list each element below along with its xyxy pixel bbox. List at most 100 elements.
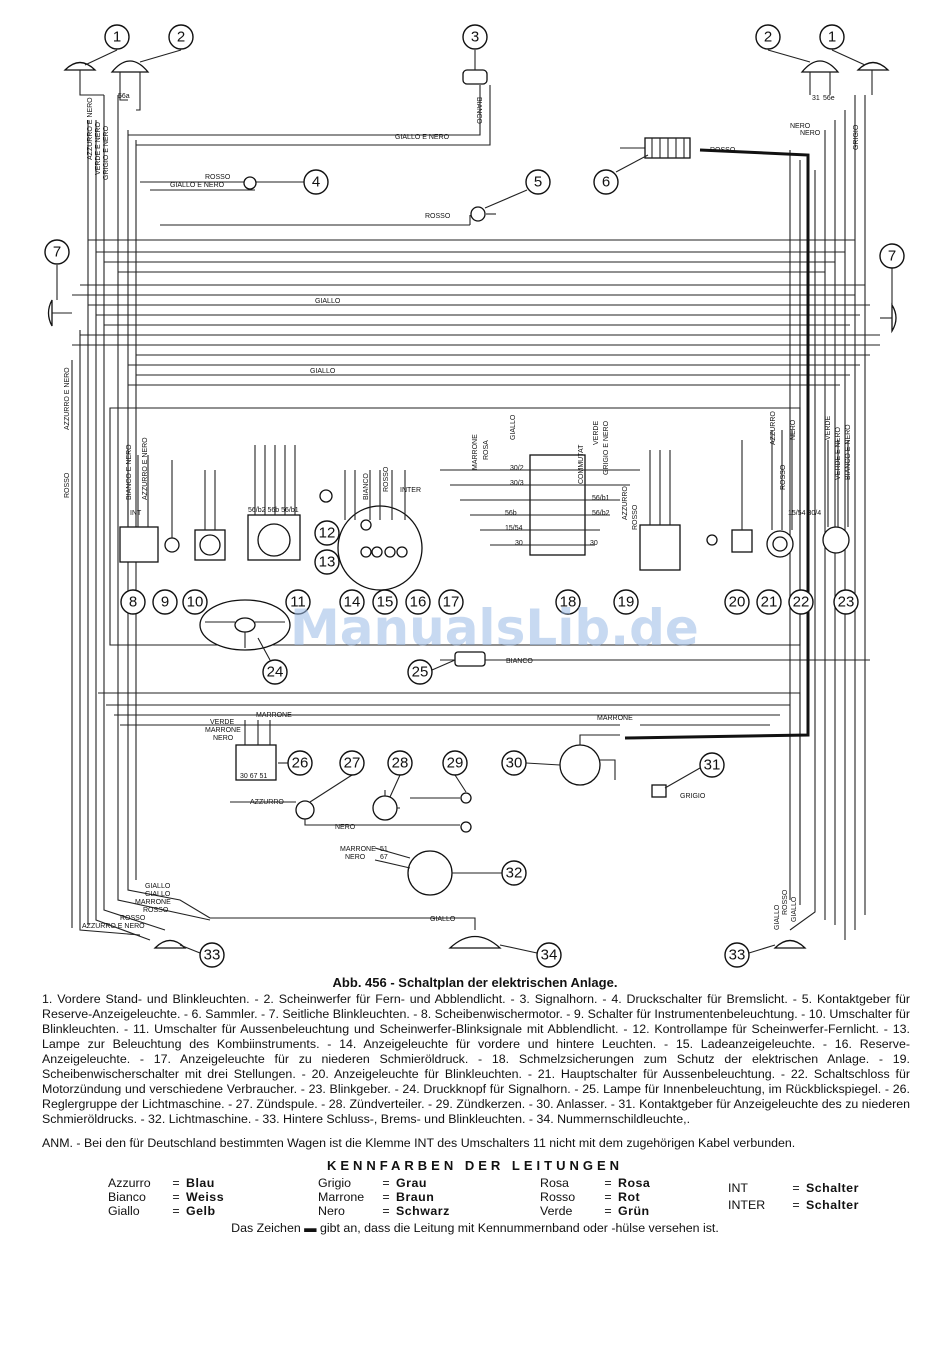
- wire-label: GRIGIO E NERO: [603, 420, 610, 475]
- legend-row: Marrone=Braun: [318, 1190, 450, 1204]
- svg-text:8: 8: [129, 594, 137, 611]
- light-switch: [247, 445, 301, 561]
- wire-label: NERO: [345, 854, 366, 861]
- svg-text:28: 28: [392, 755, 409, 772]
- svg-text:3: 3: [471, 29, 479, 46]
- svg-text:2: 2: [764, 29, 772, 46]
- wire-label: AZZURRO: [622, 486, 629, 520]
- wire-label: GIALLO: [430, 916, 456, 923]
- wire-label: GIALLO: [310, 368, 336, 375]
- wire-label: 56b: [505, 510, 517, 517]
- callout-3: 3: [462, 24, 488, 50]
- fuel-sender: [470, 206, 496, 222]
- wire-label: COMMUTAT: [578, 444, 585, 484]
- wire-label: 51: [380, 846, 388, 853]
- starter-motor: [559, 734, 620, 786]
- wire-labels: GIALLO E NERO BIANCO ROSSO GIALLO E NERO…: [64, 93, 860, 930]
- wire-label: BIANCO E NERO: [126, 444, 133, 500]
- rear-lamp-left: [153, 939, 187, 949]
- legend-title: KENNFARBEN DER LEITUNGEN: [326, 1158, 624, 1173]
- legend-column: Rosa=Rosa Rosso=Rot Verde=Grün: [540, 1176, 650, 1218]
- callout-1-left: 1: [84, 24, 130, 66]
- svg-text:9: 9: [161, 594, 169, 611]
- legend-row: Giallo=Gelb: [108, 1204, 224, 1218]
- legend-italian: Marrone: [318, 1190, 365, 1204]
- wire-label: VERDE: [210, 719, 234, 726]
- legend-german: Grün: [618, 1204, 650, 1218]
- callout-18: 18: [555, 589, 581, 615]
- callout-25: 25: [407, 659, 456, 685]
- steering-wheel: [199, 599, 291, 651]
- legend-german: Blau: [186, 1176, 215, 1190]
- wire-label: GIALLO E NERO: [395, 134, 450, 141]
- svg-text:26: 26: [292, 755, 309, 772]
- callout-12: 12: [314, 520, 340, 546]
- headlamp-right: [800, 60, 840, 95]
- callout-33-left: 33: [179, 942, 225, 968]
- wire-label: GRIGIO E NERO: [103, 125, 110, 180]
- wire-label: NERO: [800, 130, 821, 137]
- callout-23: 23: [833, 589, 859, 615]
- callout-7-left: 7: [44, 239, 70, 300]
- svg-text:18: 18: [560, 594, 577, 611]
- wire-label: AZZURRO: [770, 411, 777, 445]
- svg-text:33: 33: [729, 947, 746, 964]
- legend-row: Verde=Grün: [540, 1204, 650, 1218]
- wire-label: 56a: [118, 93, 130, 100]
- wire-label: MARRONE: [597, 715, 633, 722]
- callout-2-left: 2: [139, 24, 194, 63]
- svg-text:21: 21: [761, 594, 778, 611]
- wire-label: NERO: [790, 123, 811, 130]
- wire-label: MARRONE: [135, 899, 171, 906]
- wire-label: GIALLO: [145, 891, 171, 898]
- callout-13: 13: [314, 549, 340, 575]
- callout-1-right: 1: [819, 24, 866, 66]
- wire-label: 15/54: [505, 525, 523, 532]
- wire-label: AZZURRO E NERO: [87, 97, 94, 160]
- wire-label: AZZURRO E NERO: [64, 367, 71, 430]
- wire-label: ROSSO: [632, 504, 639, 530]
- wire-label: BIANCO: [506, 658, 533, 665]
- wire-label: GIALLO: [791, 896, 798, 922]
- legend-equals: =: [792, 1198, 800, 1212]
- wire-label: ROSSO: [780, 464, 787, 490]
- wire-label: AZZURRO: [250, 799, 284, 806]
- wire-label: ROSSO: [782, 889, 789, 915]
- wiper-switch: [639, 450, 681, 571]
- wire-label: INT: [130, 510, 142, 517]
- callout-15: 15: [372, 589, 398, 615]
- wire-label: NERO: [213, 735, 234, 742]
- callout-14: 14: [339, 589, 365, 615]
- callout-33-right: 33: [724, 942, 776, 968]
- legend-equals: =: [604, 1190, 612, 1204]
- rear-lamp-right: [773, 939, 807, 949]
- legend-italian: INTER: [728, 1198, 766, 1212]
- indicator-switch: [194, 470, 226, 561]
- svg-text:2: 2: [177, 29, 185, 46]
- warning-lamps: [319, 470, 423, 591]
- legend-italian: Rosso: [540, 1190, 576, 1204]
- wire-label: BIANCO: [475, 97, 482, 124]
- callout-21: 21: [756, 589, 782, 615]
- svg-text:27: 27: [344, 755, 361, 772]
- wire-label: 30/2: [510, 465, 524, 472]
- caption-note: ANM. - Bei den für Deutschland bestimmte…: [42, 1136, 796, 1150]
- callout-19: 19: [613, 589, 639, 615]
- headlamp-left: [110, 60, 150, 111]
- svg-text:10: 10: [187, 594, 204, 611]
- svg-text:4: 4: [312, 174, 320, 191]
- legend-german: Rot: [618, 1190, 641, 1204]
- wire-label: 56/b1: [592, 495, 610, 502]
- wire-label: NERO: [335, 824, 356, 831]
- callout-16: 16: [405, 589, 431, 615]
- wire-label: BIANCO: [363, 473, 370, 500]
- callout-27: 27: [309, 750, 365, 803]
- wire-label: NERO: [790, 419, 797, 440]
- callout-20: 20: [724, 589, 750, 615]
- legend-german: Weiss: [186, 1190, 225, 1204]
- side-indicator-right: [880, 302, 897, 334]
- wire-label: VERDE: [825, 416, 832, 440]
- legend-row: Grigio=Grau: [318, 1176, 450, 1190]
- callout-8: 8: [120, 589, 146, 615]
- legend-row: INT=Schalter: [728, 1181, 859, 1195]
